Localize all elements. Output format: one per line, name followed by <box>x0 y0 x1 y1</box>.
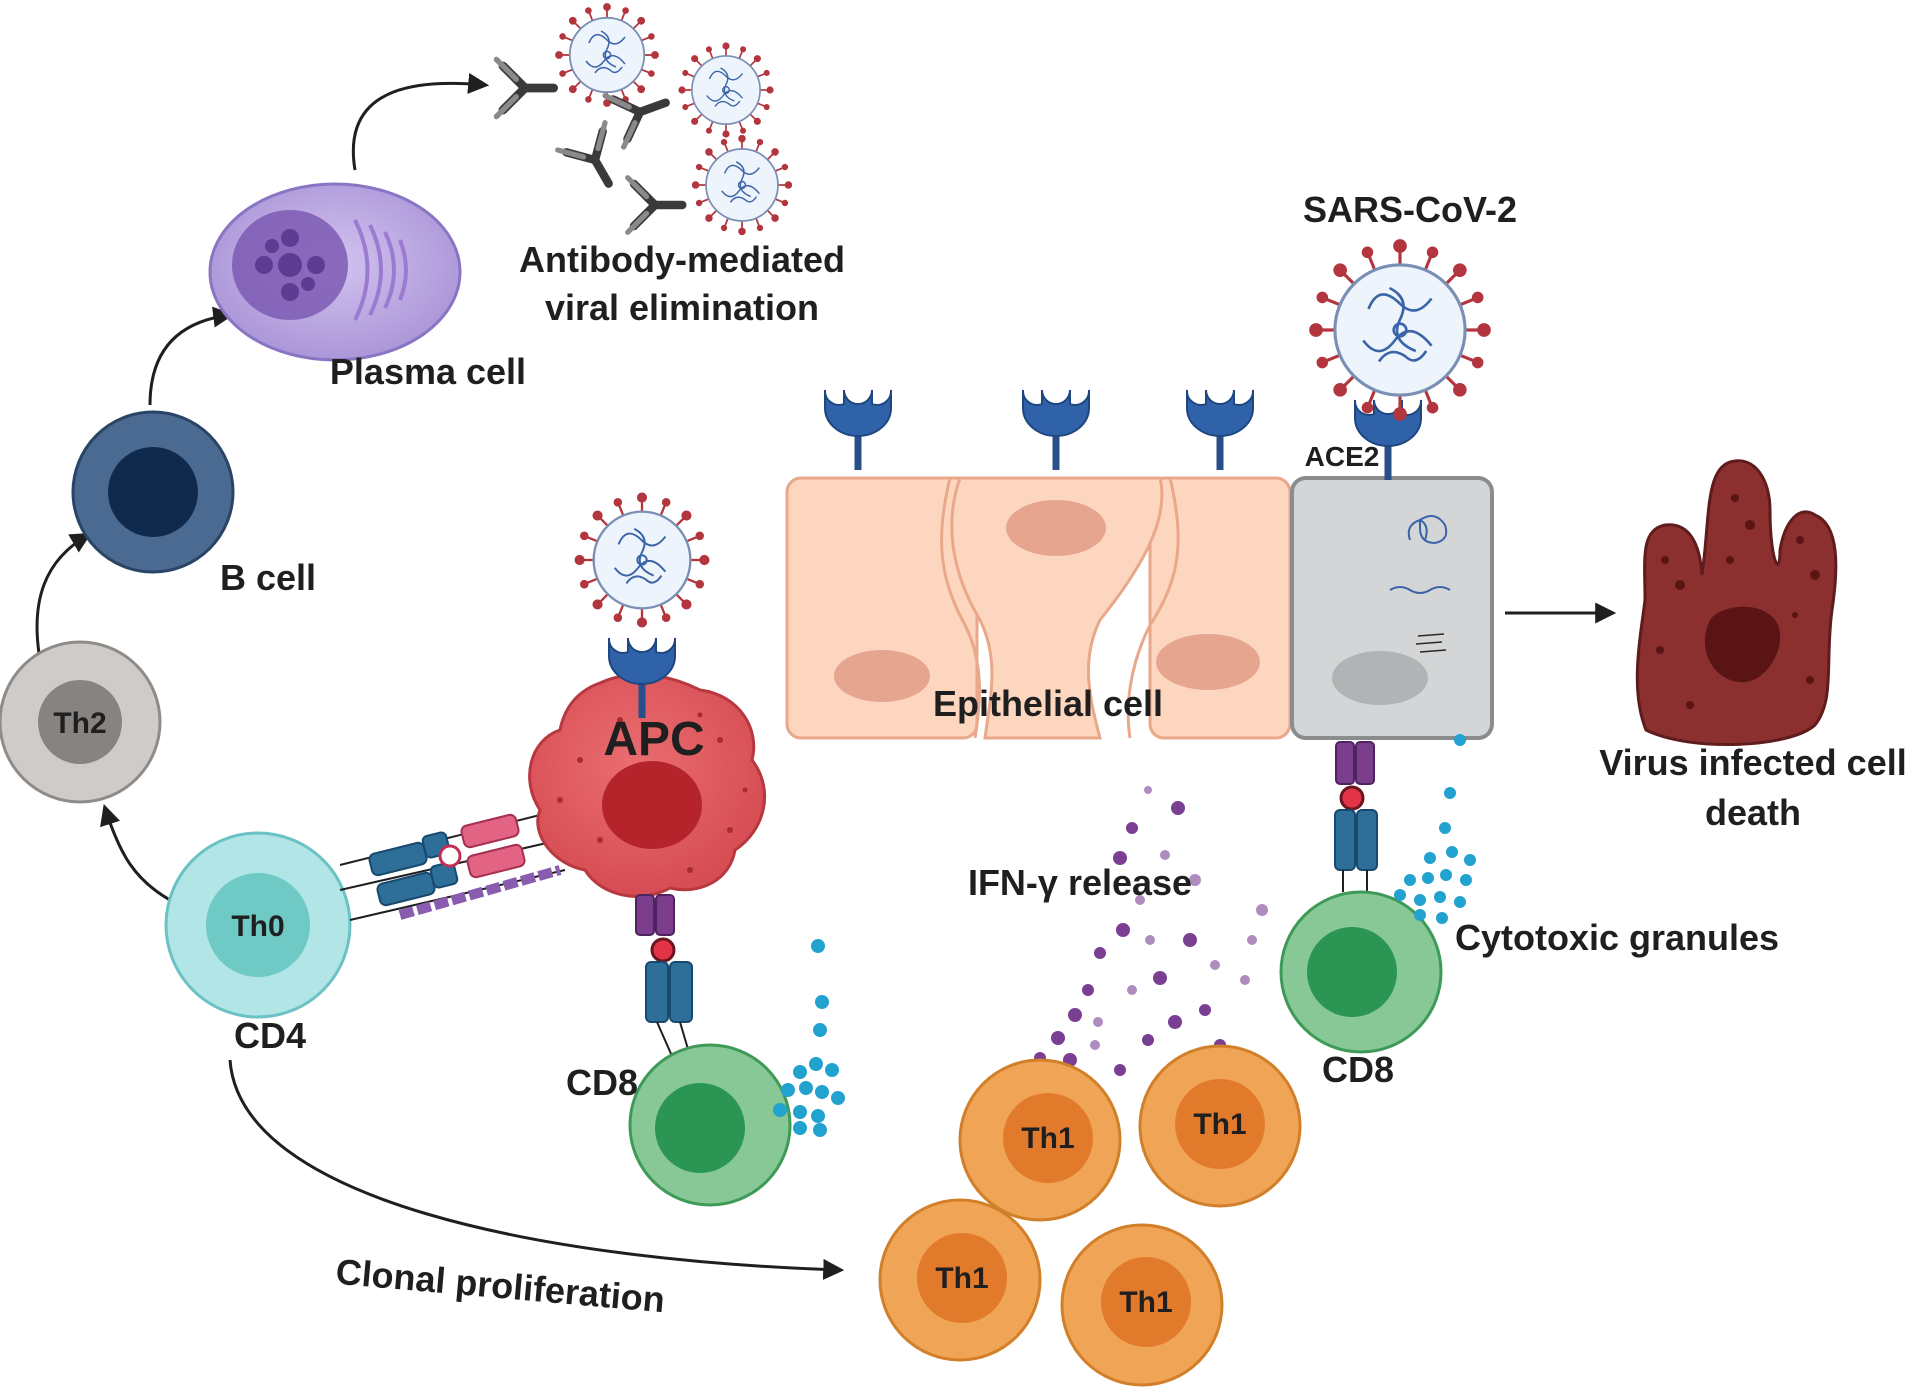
th0-cell <box>164 831 352 1019</box>
granules-left <box>773 939 845 1137</box>
th1-cell-a <box>958 1058 1122 1222</box>
th1-a-label: Th1 <box>1021 1122 1074 1155</box>
cd8-left-cell <box>628 1043 792 1207</box>
th0-label: Th0 <box>231 910 284 943</box>
antibody-label-line1: Antibody-mediated <box>519 239 845 280</box>
infected-cell <box>1290 476 1494 740</box>
th1-b-label: Th1 <box>1193 1108 1246 1141</box>
th2-cell <box>0 640 162 804</box>
arrow-bcell-to-plasma <box>148 306 235 406</box>
antibody-label-line2: viral elimination <box>545 287 819 328</box>
epithelial-layer <box>785 476 1292 740</box>
cd4-label: CD4 <box>234 1015 306 1056</box>
b-cell <box>71 410 235 574</box>
clonal-proliferation-label: Clonal proliferation <box>334 1251 666 1321</box>
apc-cell <box>528 673 767 898</box>
b-cell-label: B cell <box>220 557 316 598</box>
epithelial-label: Epithelial cell <box>933 683 1163 724</box>
cd4-apc-synapse <box>339 809 566 921</box>
th1-cell-d <box>1060 1223 1224 1387</box>
arrow-plasma-to-antibody <box>351 73 490 171</box>
plasma-cell-label: Plasma cell <box>330 351 526 392</box>
arrow-th2-to-bcell <box>35 532 92 661</box>
cd8-left-label: CD8 <box>566 1062 638 1103</box>
apc-cd8-synapse <box>635 894 693 1057</box>
th1-cell-c <box>878 1198 1042 1362</box>
ace2-receptor-1 <box>825 390 891 470</box>
th1-d-label: Th1 <box>1119 1286 1172 1319</box>
infected-cd8-synapse <box>1334 741 1378 892</box>
cytotoxic-label: Cytotoxic granules <box>1455 917 1779 958</box>
ace2-receptor-2 <box>1023 390 1089 470</box>
cell-death-label-line1: Virus infected cell <box>1599 742 1906 783</box>
apc-virus <box>574 492 710 628</box>
th2-label: Th2 <box>53 707 106 740</box>
antibody-virus-cluster <box>496 3 793 234</box>
ace2-label: ACE2 <box>1305 441 1380 472</box>
arrow-th0-to-th2 <box>100 803 171 902</box>
ifn-gamma-dots <box>1020 786 1268 1083</box>
plasma-cell <box>208 182 462 362</box>
granules-right <box>1394 734 1476 924</box>
virus-infected-dead-cell <box>1635 459 1838 747</box>
apc-label: APC <box>603 713 704 766</box>
ifn-label: IFN-γ release <box>968 862 1192 903</box>
sars-virus <box>1309 239 1491 421</box>
ace2-receptor-3 <box>1187 390 1253 470</box>
arrow-clonal-proliferation <box>228 1059 845 1280</box>
sars-label: SARS-CoV-2 <box>1303 189 1517 230</box>
cd8-right-cell <box>1279 890 1443 1054</box>
th1-c-label: Th1 <box>935 1262 988 1295</box>
cell-death-label-line2: death <box>1705 792 1801 833</box>
th1-cell-b <box>1138 1044 1302 1208</box>
cd8-right-label: CD8 <box>1322 1049 1394 1090</box>
